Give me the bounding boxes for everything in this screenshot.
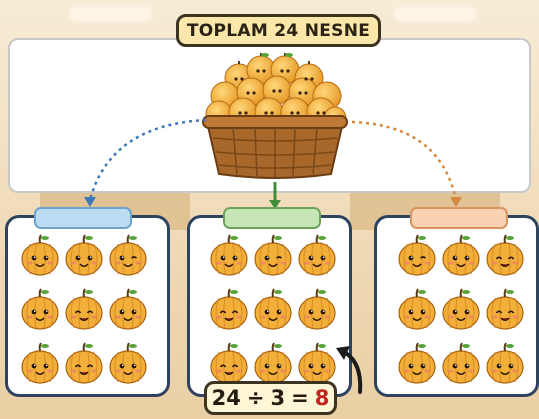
- equation-divisor: 3: [270, 386, 286, 410]
- melon-character-icon: [210, 234, 248, 276]
- melon-character-icon: [254, 342, 292, 384]
- melon-character-icon: [442, 342, 480, 384]
- melon-character-icon: [21, 288, 59, 330]
- melon-character-icon: [254, 234, 292, 276]
- group-label-3: [410, 207, 508, 229]
- equation-equals: =: [291, 386, 309, 410]
- melon-character-icon: [298, 288, 336, 330]
- melon-character-icon: [109, 342, 147, 384]
- melon-character-icon: [109, 234, 147, 276]
- melon-character-icon: [442, 288, 480, 330]
- melon-character-icon: [210, 342, 248, 384]
- group-items-3: [397, 233, 527, 391]
- melon-character-icon: [486, 288, 524, 330]
- melon-character-icon: [210, 288, 248, 330]
- division-equation: 24 ÷ 3 = 8: [204, 381, 337, 415]
- melon-character-icon: [298, 342, 336, 384]
- melon-character-icon: [65, 342, 103, 384]
- melon-character-icon: [398, 288, 436, 330]
- melon-character-icon: [65, 234, 103, 276]
- page-title: TOPLAM 24 NESNE: [176, 14, 381, 47]
- curved-arrow-icon: [336, 346, 363, 394]
- melon-character-icon: [442, 234, 480, 276]
- equation-operator: ÷: [246, 386, 265, 410]
- melon-character-icon: [254, 288, 292, 330]
- melon-character-icon: [398, 342, 436, 384]
- melon-character-icon: [109, 288, 147, 330]
- melon-character-icon: [298, 234, 336, 276]
- melon-character-icon: [398, 234, 436, 276]
- ceiling-light: [70, 8, 150, 20]
- group-items-1: [20, 233, 150, 391]
- group-label-2: [223, 207, 321, 229]
- group-label-1: [34, 207, 132, 229]
- melon-character-icon: [21, 234, 59, 276]
- equation-dividend: 24: [211, 386, 241, 410]
- equation-result: 8: [314, 386, 330, 410]
- group-items-2: [209, 233, 339, 391]
- melon-character-icon: [486, 342, 524, 384]
- melon-character-icon: [486, 234, 524, 276]
- melon-character-icon: [21, 342, 59, 384]
- ceiling-light: [395, 8, 475, 20]
- basket-icon: [202, 53, 348, 179]
- melon-character-icon: [65, 288, 103, 330]
